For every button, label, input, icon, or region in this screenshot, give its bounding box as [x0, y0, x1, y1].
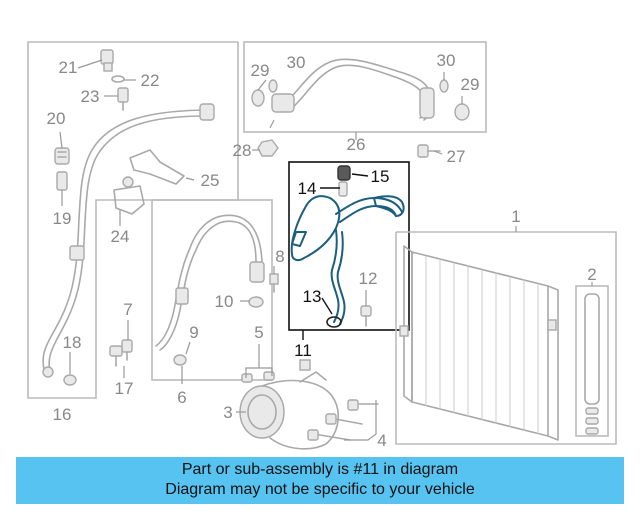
banner-line-2: Diagram may not be specific to your vehi… [165, 481, 475, 498]
bolt-17 [109, 345, 123, 367]
refrigerant-line-26 [271, 58, 435, 121]
o-ring-22 [111, 75, 125, 83]
callout-15: 15 [371, 167, 390, 186]
o-ring-29-right [454, 103, 470, 121]
callout-6: 6 [177, 388, 186, 407]
callout-17: 17 [115, 379, 134, 398]
bolt-7 [121, 339, 133, 361]
callout-22: 22 [141, 71, 160, 90]
group-box-26 [243, 41, 487, 133]
callout-16: 16 [53, 405, 72, 424]
o-ring-29-left [251, 89, 265, 107]
nut-28 [257, 139, 279, 157]
callout-1: 1 [511, 207, 520, 226]
group-box-1 [395, 231, 617, 445]
callout-14: 14 [298, 179, 317, 198]
callout-28: 28 [233, 141, 252, 160]
callout-12: 12 [359, 269, 378, 288]
condenser-1 [399, 245, 559, 441]
callout-11: 11 [294, 341, 312, 360]
o-ring-10 [248, 296, 264, 308]
refrigerant-line-16 [42, 103, 215, 378]
o-ring-13 [326, 316, 342, 328]
leader-lines [59, 59, 593, 441]
callout-30-right: 30 [437, 51, 456, 70]
o-ring-30-left [268, 79, 278, 93]
o-ring-30-right [439, 79, 449, 93]
callout-5: 5 [254, 323, 263, 342]
callout-29-right: 29 [461, 75, 480, 94]
banner-line-1: Part or sub-assembly is #11 in diagram [181, 461, 459, 478]
clip-18 [63, 374, 77, 386]
callout-10: 10 [215, 292, 234, 311]
valve-core-23 [117, 87, 129, 111]
refrigerant-line-6 [155, 214, 265, 366]
callout-4: 4 [377, 431, 386, 450]
bolt-12 [360, 305, 372, 327]
callout-26: 26 [347, 135, 366, 154]
bracket-25 [129, 149, 185, 185]
callout-13: 13 [303, 287, 322, 306]
callout-20: 20 [47, 109, 66, 128]
callout-29-left: 29 [251, 61, 270, 80]
bolt-4 [307, 399, 379, 441]
bolt-27 [417, 144, 441, 158]
callout-21: 21 [59, 58, 78, 77]
pressure-sensor-21 [100, 49, 114, 72]
valve-14 [338, 181, 348, 197]
bracket-24 [113, 176, 145, 215]
callout-23: 23 [81, 87, 100, 106]
callout-2: 2 [587, 265, 596, 284]
info-banner: Part or sub-assembly is #11 in diagram D… [16, 457, 624, 504]
refrigerant-line-11 [290, 195, 405, 325]
group-box-6 [151, 199, 273, 381]
callout-24: 24 [111, 227, 130, 246]
callout-3: 3 [223, 403, 232, 422]
cap-20 [54, 147, 70, 165]
cap-15 [337, 165, 351, 181]
callout-27: 27 [447, 147, 466, 166]
callout-25: 25 [201, 171, 220, 190]
valve-19 [56, 171, 68, 191]
callout-19: 19 [53, 209, 72, 228]
callout-8: 8 [275, 247, 284, 266]
drier-2 [584, 293, 600, 435]
callout-9: 9 [189, 323, 198, 342]
callout-30-left: 30 [287, 53, 306, 72]
group-box-11 [288, 161, 410, 331]
callout-7: 7 [123, 300, 132, 319]
compressor-3 [239, 359, 339, 450]
callout-18: 18 [63, 333, 82, 352]
